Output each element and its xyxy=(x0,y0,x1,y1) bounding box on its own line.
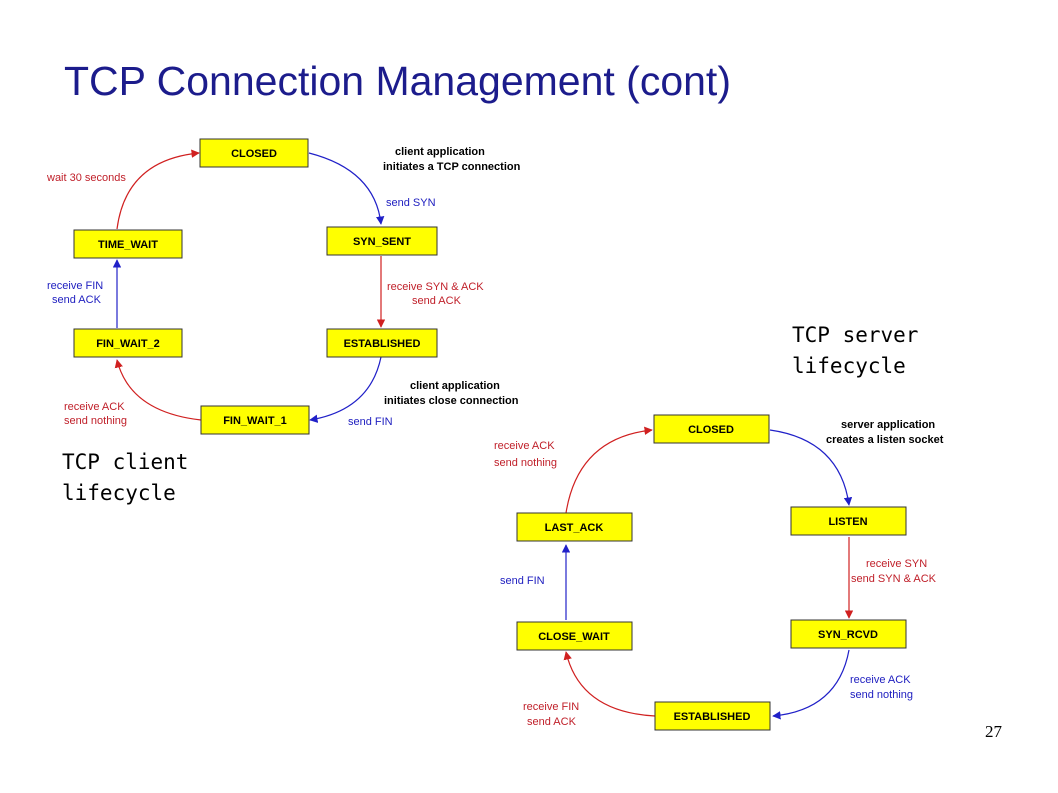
server-note-listen-line1: server application xyxy=(841,419,935,431)
client-lifecycle-diagram: CLOSED SYN_SENT ESTABLISHED FIN_WAIT_1 F… xyxy=(46,138,521,435)
svg-text:CLOSE_WAIT: CLOSE_WAIT xyxy=(538,631,610,643)
svg-text:ESTABLISHED: ESTABLISHED xyxy=(674,711,751,723)
svg-text:CLOSED: CLOSED xyxy=(688,424,734,436)
server-lifecycle-diagram: CLOSED LISTEN SYN_RCVD ESTABLISHED CLOSE… xyxy=(494,414,944,731)
server-state-close-wait: CLOSE_WAIT xyxy=(516,621,633,651)
server-caption-line1: TCP server xyxy=(792,323,919,347)
client-state-closed: CLOSED xyxy=(199,138,309,168)
client-note-connect-line1: client application xyxy=(395,146,485,158)
client-note-connect-line2: initiates a TCP connection xyxy=(383,161,521,173)
server-label-recv-ack-line2: send nothing xyxy=(850,689,913,701)
svg-text:LISTEN: LISTEN xyxy=(828,516,867,528)
svg-text:CLOSED: CLOSED xyxy=(231,148,277,160)
server-note-listen-line2: creates a listen socket xyxy=(826,434,944,446)
client-arc-finwait1-to-finwait2 xyxy=(114,359,202,421)
server-arc-synrcvd-to-established xyxy=(772,649,850,720)
svg-text:SYN_RCVD: SYN_RCVD xyxy=(818,629,878,641)
server-label-send-fin: send FIN xyxy=(500,575,545,587)
client-state-syn-sent: SYN_SENT xyxy=(326,226,438,256)
svg-text:SYN_SENT: SYN_SENT xyxy=(353,236,411,248)
client-label-recv-fin-line1: receive FIN xyxy=(47,280,103,292)
client-arc-established-to-finwait1 xyxy=(309,356,382,423)
client-label-send-syn: send SYN xyxy=(386,197,436,209)
svg-text:FIN_WAIT_1: FIN_WAIT_1 xyxy=(223,415,287,427)
client-caption-line1: TCP client xyxy=(62,450,189,474)
server-lifecycle-caption: TCP server lifecycle xyxy=(792,320,918,382)
client-state-time-wait: TIME_WAIT xyxy=(73,229,183,259)
client-label-recv-ack-line1: receive ACK xyxy=(64,401,125,413)
server-state-closed: CLOSED xyxy=(653,414,770,444)
server-label-recv-syn-line1: receive SYN xyxy=(866,558,927,570)
server-caption-line2: lifecycle xyxy=(792,354,906,378)
server-state-last-ack: LAST_ACK xyxy=(516,512,633,542)
client-label-recv-synack-line1: receive SYN & ACK xyxy=(387,281,484,293)
server-arc-closed-to-listen xyxy=(769,429,853,506)
svg-text:ESTABLISHED: ESTABLISHED xyxy=(344,338,421,350)
client-note-close-line2: initiates close connection xyxy=(384,395,519,407)
client-state-fin-wait-2: FIN_WAIT_2 xyxy=(73,328,183,358)
client-label-recv-synack-line2: send ACK xyxy=(412,295,462,307)
client-label-recv-fin-line2: send ACK xyxy=(52,294,102,306)
server-label-recv-ack-line1: receive ACK xyxy=(850,674,911,686)
svg-text:LAST_ACK: LAST_ACK xyxy=(545,522,604,534)
client-state-fin-wait-1: FIN_WAIT_1 xyxy=(200,405,310,435)
server-label-recv-fin-line1: receive FIN xyxy=(523,701,579,713)
client-note-close-line1: client application xyxy=(410,380,500,392)
client-state-established: ESTABLISHED xyxy=(326,328,438,358)
client-label-recv-ack-line2: send nothing xyxy=(64,415,127,427)
svg-text:FIN_WAIT_2: FIN_WAIT_2 xyxy=(96,338,160,350)
server-label-recv-fin-line2: send ACK xyxy=(527,716,577,728)
server-state-syn-rcvd: SYN_RCVD xyxy=(790,619,907,649)
server-state-established: ESTABLISHED xyxy=(654,701,771,731)
client-lifecycle-caption: TCP client lifecycle xyxy=(62,447,188,509)
page-number: 27 xyxy=(985,722,1002,741)
client-arc-closed-to-synsent xyxy=(308,152,385,225)
server-state-listen: LISTEN xyxy=(790,506,907,536)
client-caption-line2: lifecycle xyxy=(62,481,176,505)
server-arc-lastack-to-closed xyxy=(565,426,653,514)
svg-text:TIME_WAIT: TIME_WAIT xyxy=(98,239,158,251)
server-label-last-ack-line2: send nothing xyxy=(494,457,557,469)
page-title: TCP Connection Management (cont) xyxy=(64,58,731,104)
client-arc-timewait-to-closed xyxy=(116,149,200,230)
server-arc-established-to-closewait xyxy=(563,651,656,717)
server-label-recv-syn-line2: send SYN & ACK xyxy=(851,573,937,585)
client-label-send-fin: send FIN xyxy=(348,416,393,428)
server-label-last-ack-line1: receive ACK xyxy=(494,440,555,452)
client-label-wait: wait 30 seconds xyxy=(46,172,126,184)
